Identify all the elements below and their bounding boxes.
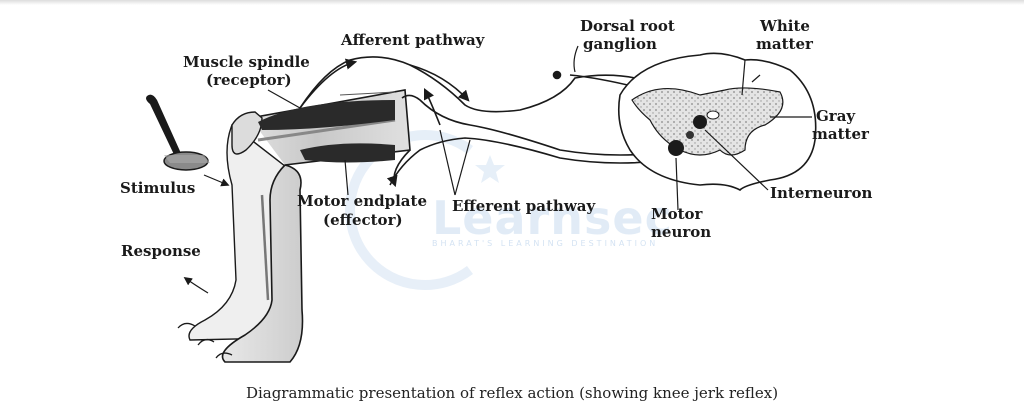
label-gray-matter-2: matter xyxy=(812,125,869,143)
leg-illustration xyxy=(177,89,411,363)
label-dorsal-root-1: Dorsal root xyxy=(580,17,675,35)
watermark-brand: Learnsec xyxy=(432,191,673,245)
figure-caption: Diagrammatic presentation of reflex acti… xyxy=(245,384,779,402)
reflex-hammer xyxy=(146,94,210,171)
label-afferent-pathway: Afferent pathway xyxy=(341,31,485,49)
label-response: Response xyxy=(121,242,201,260)
label-motor-endplate-1: Motor endplate xyxy=(297,192,427,210)
label-gray-matter-1: Gray xyxy=(816,107,856,125)
label-stimulus: Stimulus xyxy=(120,179,196,197)
label-pointers xyxy=(183,45,579,294)
watermark-tagline: BHARAT'S LEARNING DESTINATION xyxy=(432,239,659,248)
label-motor-endplate-2: (effector) xyxy=(323,211,403,229)
spinal-cord-section xyxy=(617,52,817,211)
label-white-matter-1: White xyxy=(760,17,810,35)
top-edge xyxy=(0,0,1024,5)
label-muscle-spindle-2: (receptor) xyxy=(206,71,292,89)
label-motor-neuron-1: Motor xyxy=(651,205,703,223)
label-dorsal-root-2: ganglion xyxy=(583,35,657,53)
label-muscle-spindle-1: Muscle spindle xyxy=(183,53,310,71)
nerve-pathways xyxy=(299,56,681,196)
watermark-logo xyxy=(345,130,505,290)
label-white-matter-2: matter xyxy=(756,35,813,53)
label-efferent-pathway: Efferent pathway xyxy=(452,197,596,215)
label-interneuron: Interneuron xyxy=(770,184,873,202)
label-motor-neuron-2: neuron xyxy=(651,223,712,241)
